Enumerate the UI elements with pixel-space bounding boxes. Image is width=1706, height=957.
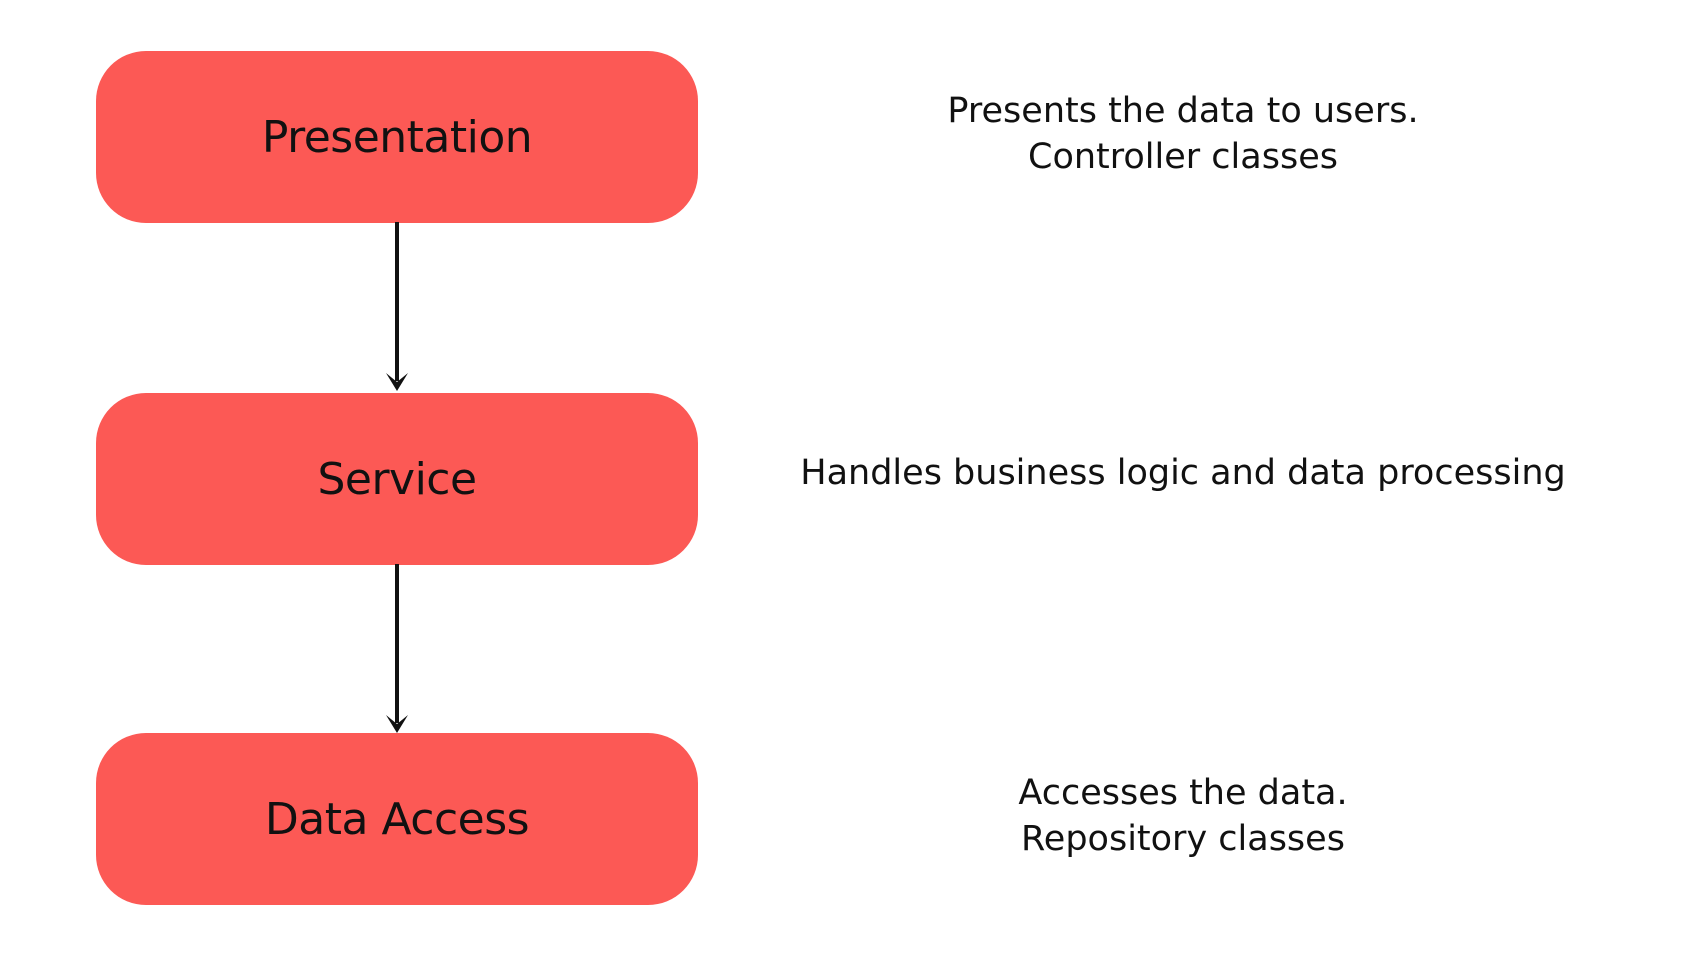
layer-box-data-access: Data Access — [96, 733, 698, 905]
layer-box-service: Service — [96, 393, 698, 565]
layer-label-presentation: Presentation — [261, 111, 533, 163]
description-line: Presents the data to users. — [947, 91, 1419, 131]
description-line: Accesses the data. — [1018, 773, 1348, 813]
arrow-down-icon — [386, 564, 408, 733]
layer-box-presentation: Presentation — [96, 51, 698, 223]
layer-description-service: Handles business logic and data processi… — [783, 450, 1583, 496]
arrow-down-icon — [386, 222, 408, 391]
description-line: Repository classes — [1021, 819, 1345, 859]
layer-description-presentation: Presents the data to users. Controller c… — [783, 88, 1583, 180]
layer-description-data-access: Accesses the data. Repository classes — [783, 770, 1583, 862]
layer-label-service: Service — [317, 453, 477, 505]
description-line: Handles business logic and data processi… — [800, 453, 1566, 493]
description-line: Controller classes — [1028, 137, 1338, 177]
layer-label-data-access: Data Access — [264, 793, 530, 845]
